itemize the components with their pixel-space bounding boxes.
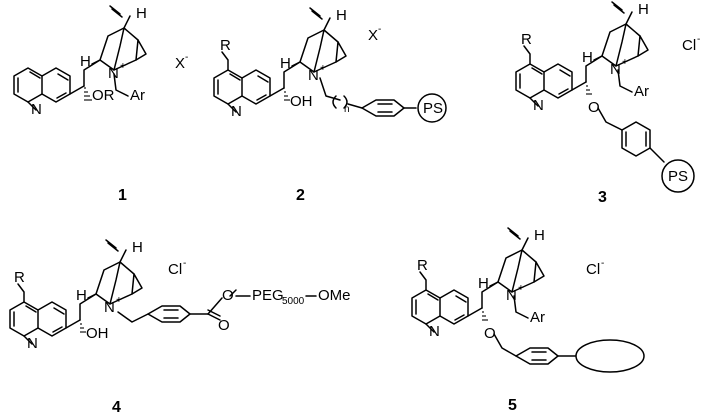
- compound-3-counterion-minus: -: [697, 34, 700, 45]
- compound-5-plus-charge: +: [518, 283, 524, 294]
- compound-4-carbonyl-oxygen: O: [218, 317, 230, 334]
- compound-4-peg-subscript: 5000: [282, 296, 305, 307]
- compound-2-quaternary-nitrogen: N: [308, 67, 319, 84]
- compound-1-h-atom: H: [80, 53, 91, 70]
- compound-2-r-group: R: [220, 37, 231, 54]
- compound-4-counterion-cl: Cl: [168, 261, 182, 278]
- compound-3-quinoline-nitrogen: N: [533, 97, 544, 114]
- compound-4-bridgehead-h: H: [132, 239, 143, 256]
- compound-1-ar-group: Ar: [130, 87, 145, 104]
- compound-4-quinoline-nitrogen: N: [27, 335, 38, 352]
- compound-2-structure: [213, 7, 417, 117]
- compound-2-quinoline-nitrogen: N: [231, 103, 242, 120]
- compound-3-label: 3: [598, 189, 607, 206]
- compound-2-plus-charge: +: [320, 63, 326, 74]
- compound-3-quaternary-nitrogen: N: [610, 61, 621, 78]
- compound-5-bridgehead-h: H: [534, 227, 545, 244]
- compound-3-ps-label: PS: [668, 168, 688, 185]
- compound-4-counterion-minus: -: [183, 258, 186, 269]
- compound-5-quaternary-nitrogen: N: [506, 287, 517, 304]
- compound-5-structure: [411, 227, 577, 365]
- compound-4-ome-group: OMe: [318, 287, 351, 304]
- compound-4-oh-group: OH: [86, 325, 109, 342]
- compound-3-bridgehead-h: H: [638, 1, 649, 18]
- compound-3-plus-charge: +: [622, 57, 628, 68]
- compound-3-polystyrene-bead: [661, 159, 695, 193]
- compound-4-r-group: R: [14, 269, 25, 286]
- compound-3-h-atom: H: [582, 49, 593, 66]
- compound-1-quinoline-nitrogen: N: [31, 101, 42, 118]
- compound-5-support-ellipse: [575, 339, 645, 373]
- compound-1-counterion-x: X: [175, 55, 185, 72]
- compound-4-label: 4: [112, 399, 121, 416]
- compound-1-structure: [13, 5, 147, 111]
- compound-1-label: 1: [118, 187, 127, 204]
- compound-5-counterion-minus: -: [601, 258, 604, 269]
- compound-3-ar-group: Ar: [634, 83, 649, 100]
- compound-2-polystyrene-bead: [417, 93, 447, 123]
- compound-2-label: 2: [296, 187, 305, 204]
- compound-5-counterion-cl: Cl: [586, 261, 600, 278]
- compound-3-structure: [515, 1, 665, 163]
- compound-4-structure: [9, 239, 237, 345]
- compound-3-counterion-cl: Cl: [682, 37, 696, 54]
- compound-1-or-group: OR: [92, 87, 115, 104]
- compound-5-label: 5: [508, 397, 517, 414]
- compound-2-ps-label: PS: [423, 100, 443, 117]
- compound-2-counterion-x: X: [368, 27, 378, 44]
- compound-5-h-atom: H: [478, 275, 489, 292]
- compound-3-ether-oxygen: O: [588, 99, 600, 116]
- compound-2-oh-group: OH: [290, 93, 313, 110]
- compound-5-r-group: R: [417, 257, 428, 274]
- compound-5-ar-group: Ar: [530, 309, 545, 326]
- compound-2-n-subscript: n: [344, 104, 350, 115]
- compound-1-quaternary-nitrogen: N: [108, 65, 119, 82]
- compound-1-plus-charge: +: [120, 61, 126, 72]
- compound-2-counterion-minus: -: [378, 24, 381, 35]
- compound-4-peg-label: PEG: [252, 287, 284, 304]
- compound-5-ether-oxygen: O: [484, 325, 496, 342]
- compound-2-h-atom: H: [280, 55, 291, 72]
- compound-2-bridgehead-h: H: [336, 7, 347, 24]
- compound-5-quinoline-nitrogen: N: [429, 323, 440, 340]
- compound-1-bridgehead-h: H: [136, 5, 147, 22]
- compound-4-plus-charge: +: [116, 295, 122, 306]
- compound-1-counterion-minus: -: [185, 52, 188, 63]
- compound-3-r-group: R: [521, 31, 532, 48]
- compound-4-h-atom: H: [76, 287, 87, 304]
- compound-4-quaternary-nitrogen: N: [104, 299, 115, 316]
- compound-4-ester-oxygen: O: [222, 287, 234, 304]
